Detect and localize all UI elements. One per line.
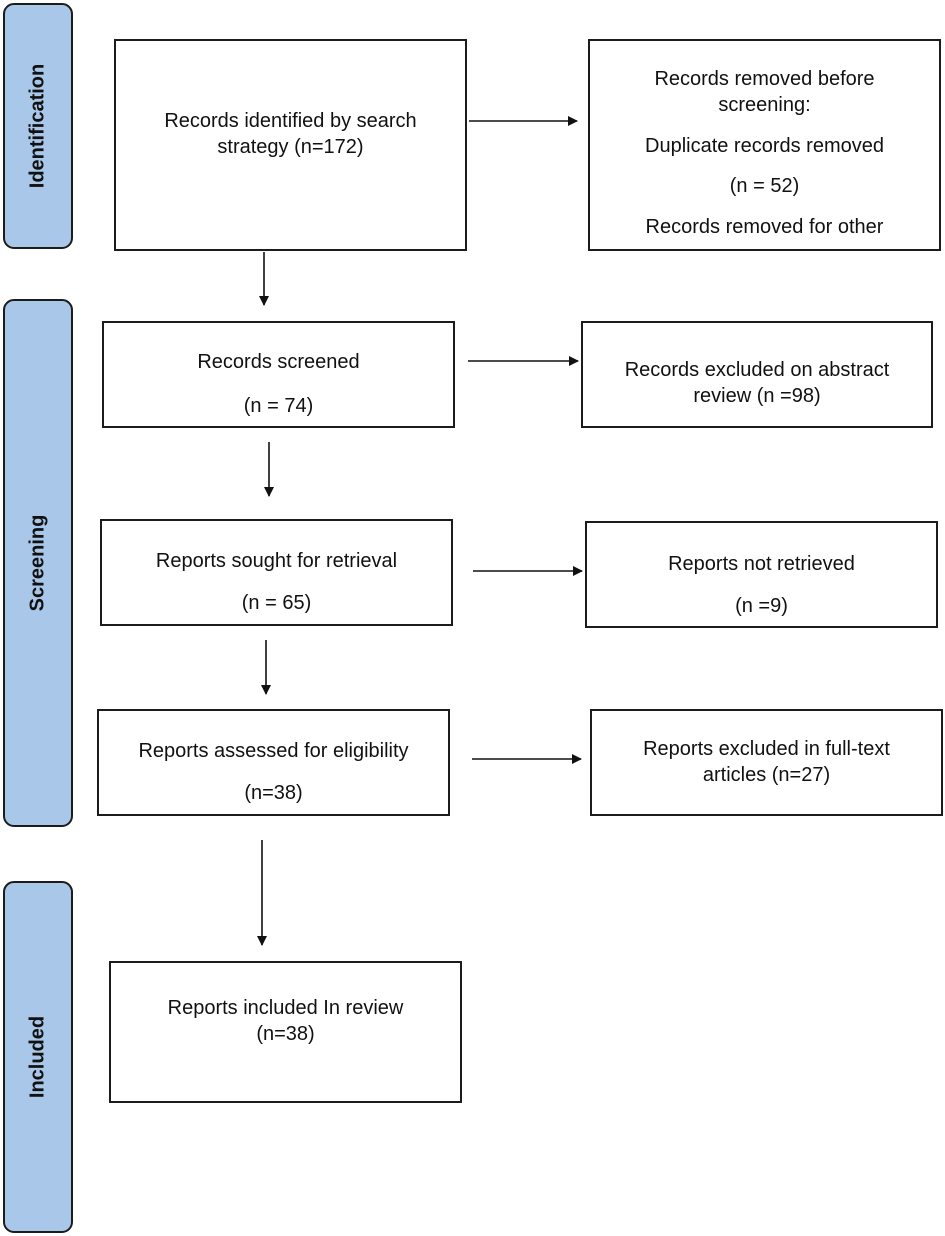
box-reports-sought-line1: Reports sought for retrieval bbox=[155, 550, 398, 572]
box-reports-excluded-fulltext-line1: Reports excluded in full-text bbox=[643, 738, 890, 760]
box-records-screened-line1: Records screened bbox=[197, 351, 360, 373]
box-reports-assessed: Reports assessed for eligibility (n=38) bbox=[97, 709, 450, 816]
box-records-identified: Records identified by search strategy (n… bbox=[114, 39, 467, 251]
box-records-identified-line1: Records identified by search bbox=[164, 110, 417, 132]
box-reports-included-line1: Reports included In review bbox=[167, 997, 404, 1019]
box-reports-assessed-line1: Reports assessed for eligibility bbox=[138, 740, 409, 762]
box-reports-excluded-fulltext-line2: articles (n=27) bbox=[702, 764, 831, 786]
box-records-removed: Records removed before screening: Duplic… bbox=[588, 39, 941, 251]
box-records-screened: Records screened (n = 74) bbox=[102, 321, 455, 428]
box-reports-not-retrieved-line2: (n =9) bbox=[735, 595, 788, 617]
box-records-excluded-abstract-line2: review (n =98) bbox=[693, 385, 821, 407]
box-records-excluded-abstract: Records excluded on abstract review (n =… bbox=[581, 321, 933, 428]
phase-screening: Screening bbox=[3, 299, 73, 827]
box-reports-not-retrieved-line1: Reports not retrieved bbox=[668, 553, 855, 575]
box-records-excluded-abstract-line1: Records excluded on abstract bbox=[624, 359, 890, 381]
box-reports-sought: Reports sought for retrieval (n = 65) bbox=[100, 519, 453, 626]
box-reports-assessed-line2: (n=38) bbox=[244, 782, 303, 804]
box-records-removed-line5: Records removed for other bbox=[645, 216, 884, 238]
box-reports-excluded-fulltext: Reports excluded in full-text articles (… bbox=[590, 709, 943, 816]
box-records-identified-line2: strategy (n=172) bbox=[217, 136, 364, 158]
box-reports-included-line2: (n=38) bbox=[256, 1023, 315, 1045]
box-records-removed-line4: (n = 52) bbox=[729, 175, 800, 197]
phase-included: Included bbox=[3, 881, 73, 1233]
box-records-removed-line1: Records removed before bbox=[654, 68, 875, 90]
phase-identification: Identification bbox=[3, 3, 73, 249]
box-records-removed-line3: Duplicate records removed bbox=[645, 135, 884, 157]
box-records-screened-line2: (n = 74) bbox=[243, 395, 314, 417]
box-records-removed-line2: screening: bbox=[718, 94, 811, 116]
box-reports-not-retrieved: Reports not retrieved (n =9) bbox=[585, 521, 938, 628]
box-reports-sought-line2: (n = 65) bbox=[241, 592, 312, 614]
box-reports-included: Reports included In review (n=38) bbox=[109, 961, 462, 1103]
